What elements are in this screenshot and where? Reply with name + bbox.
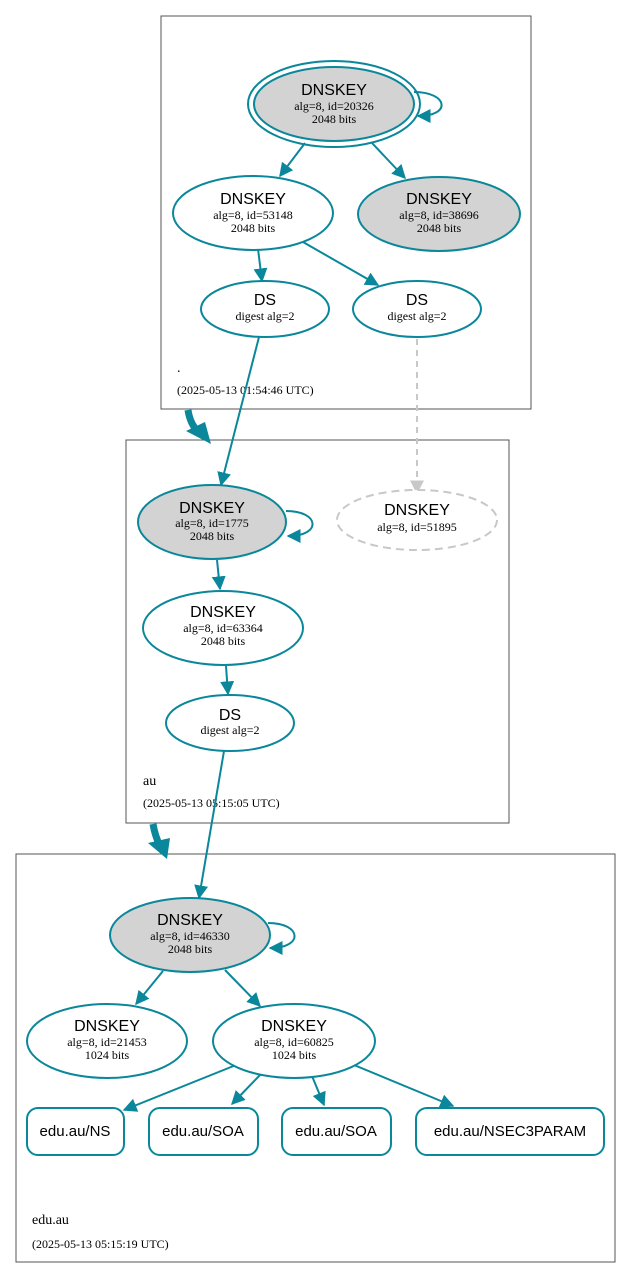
node-au-ds-digest: digest alg=2 xyxy=(200,723,259,737)
node-root-ds1-title: DS xyxy=(254,292,276,309)
node-au-ksk-title: DNSKEY xyxy=(179,500,245,517)
zone-edu-au-name: edu.au xyxy=(32,1213,69,1228)
edge-edu-ksk-to-key1 xyxy=(135,970,164,1006)
node-au-missing-dnskey[interactable]: DNSKEY alg=8, id=51895 xyxy=(336,489,498,551)
node-root-zsk-id: alg=8, id=53148 xyxy=(213,208,293,222)
edge-au-ds-to-edu-ksk xyxy=(194,750,225,900)
node-edu-key1-title: DNSKEY xyxy=(74,1018,140,1035)
zone-edu-au-timestamp: (2025-05-13 05:15:19 UTC) xyxy=(32,1237,169,1251)
node-au-ksk[interactable]: DNSKEY alg=8, id=1775 2048 bits xyxy=(137,484,287,560)
zone-root-name: . xyxy=(177,361,181,376)
node-root-ksk2-id: alg=8, id=38696 xyxy=(399,208,479,222)
node-root-ksk2-bits: 2048 bits xyxy=(417,221,462,235)
node-root-ds2-title: DS xyxy=(406,292,428,309)
node-edu-key1-id: alg=8, id=21453 xyxy=(67,1035,147,1049)
node-root-ksk-id: alg=8, id=20326 xyxy=(294,99,374,113)
node-au-missing-title: DNSKEY xyxy=(384,502,450,519)
node-root-ksk2-title: DNSKEY xyxy=(406,191,472,208)
zone-au-name: au xyxy=(143,774,156,789)
record-soa-1[interactable]: edu.au/SOA xyxy=(148,1107,259,1156)
edge-key2-to-nsec3param xyxy=(353,1064,455,1108)
node-au-missing-id: alg=8, id=51895 xyxy=(377,520,457,534)
node-au-zsk-title: DNSKEY xyxy=(190,604,256,621)
node-edu-ksk-id: alg=8, id=46330 xyxy=(150,929,230,943)
node-edu-key2-bits: 1024 bits xyxy=(272,1048,317,1062)
edge-root-zsk-to-ds2 xyxy=(302,241,380,286)
edge-root-ksk-to-ksk2 xyxy=(371,142,406,180)
node-edu-ksk[interactable]: DNSKEY alg=8, id=46330 2048 bits xyxy=(109,897,271,973)
edge-key2-to-ns xyxy=(122,1064,237,1112)
node-root-ds1[interactable]: DS digest alg=2 xyxy=(200,280,330,338)
node-edu-ksk-bits: 2048 bits xyxy=(168,942,213,956)
node-root-zsk-title: DNSKEY xyxy=(220,191,286,208)
node-au-zsk-id: alg=8, id=63364 xyxy=(183,621,263,635)
node-au-ksk-id: alg=8, id=1775 xyxy=(175,516,249,530)
record-ns[interactable]: edu.au/NS xyxy=(26,1107,125,1156)
edge-root-ds1-to-au-ksk xyxy=(217,336,260,487)
edges xyxy=(122,91,455,1112)
edge-au-ksk-self xyxy=(285,510,314,543)
node-au-ds[interactable]: DS digest alg=2 xyxy=(165,694,295,752)
node-au-ksk-bits: 2048 bits xyxy=(190,529,235,543)
record-soa-1-label: edu.au/SOA xyxy=(162,1123,244,1140)
node-edu-key2-title: DNSKEY xyxy=(261,1018,327,1035)
record-soa-2-label: edu.au/SOA xyxy=(295,1123,377,1140)
node-root-ksk-title: DNSKEY xyxy=(301,82,367,99)
node-au-ds-title: DS xyxy=(219,707,241,724)
zone-au-timestamp: (2025-05-13 05:15:05 UTC) xyxy=(143,796,280,810)
edge-root-ksk-self xyxy=(413,91,443,123)
node-au-zsk-bits: 2048 bits xyxy=(201,634,246,648)
edge-au-ksk-to-zsk xyxy=(211,559,226,591)
delegation-au-to-edu xyxy=(148,823,170,859)
node-edu-ksk-title: DNSKEY xyxy=(157,912,223,929)
edge-key2-to-soa1 xyxy=(231,1073,262,1106)
node-edu-key1[interactable]: DNSKEY alg=8, id=21453 1024 bits xyxy=(26,1003,188,1079)
edge-root-zsk-to-ds1 xyxy=(253,248,268,283)
node-root-ds1-digest: digest alg=2 xyxy=(235,309,294,323)
delegation-root-to-au xyxy=(184,409,211,444)
node-edu-key1-bits: 1024 bits xyxy=(85,1048,130,1062)
node-root-ds2-digest: digest alg=2 xyxy=(387,309,446,323)
record-nsec3param-label: edu.au/NSEC3PARAM xyxy=(434,1123,586,1140)
edge-key2-to-soa2 xyxy=(311,1075,326,1107)
node-root-ksk2[interactable]: DNSKEY alg=8, id=38696 2048 bits xyxy=(357,176,521,252)
edge-au-zsk-to-ds xyxy=(220,665,235,696)
edge-root-ksk-to-zsk xyxy=(279,142,306,178)
node-edu-key2-id: alg=8, id=60825 xyxy=(254,1035,334,1049)
record-soa-2[interactable]: edu.au/SOA xyxy=(281,1107,392,1156)
edge-edu-ksk-self xyxy=(267,922,296,955)
node-root-ksk[interactable]: DNSKEY alg=8, id=20326 2048 bits xyxy=(247,60,421,148)
node-edu-key2[interactable]: DNSKEY alg=8, id=60825 1024 bits xyxy=(212,1003,376,1079)
node-au-zsk[interactable]: DNSKEY alg=8, id=63364 2048 bits xyxy=(142,590,304,666)
edge-edu-ksk-to-key2 xyxy=(224,969,261,1008)
node-root-zsk-bits: 2048 bits xyxy=(231,221,276,235)
node-root-ds2[interactable]: DS digest alg=2 xyxy=(352,280,482,338)
node-root-ksk-bits: 2048 bits xyxy=(312,112,357,126)
record-nsec3param[interactable]: edu.au/NSEC3PARAM xyxy=(415,1107,605,1156)
node-root-zsk[interactable]: DNSKEY alg=8, id=53148 2048 bits xyxy=(172,175,334,251)
record-ns-label: edu.au/NS xyxy=(40,1123,111,1140)
